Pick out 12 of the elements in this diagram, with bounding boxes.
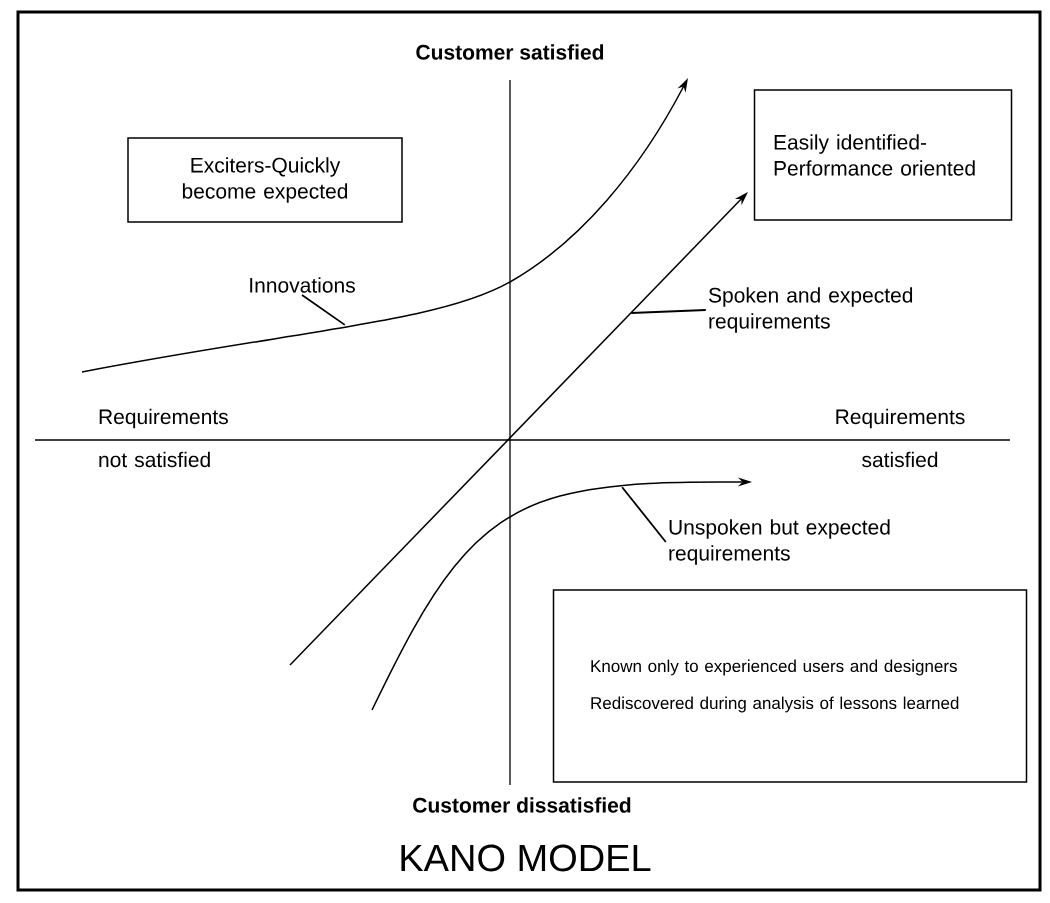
- leader-line: [301, 294, 346, 326]
- callout-text: Spoken and expected requirements: [708, 287, 913, 333]
- axis-label: Requirements satisfied: [836, 408, 965, 468]
- axis-label: Requirements not satisfied: [99, 408, 228, 468]
- title: KANO MODEL: [401, 844, 651, 872]
- axis-label: Customer dissatisfied: [413, 797, 631, 813]
- axis-label: Customer satisfied: [416, 44, 604, 60]
- callout-text: Unspoken but expected requirements: [669, 519, 890, 565]
- leader-line: [630, 309, 707, 314]
- text-box: Easily identified-Performance oriented: [753, 89, 1013, 221]
- leader-line: [621, 486, 667, 543]
- text-box: Known only to experienced users and designers Rediscovered during analysis of lessons learned: [552, 589, 1028, 783]
